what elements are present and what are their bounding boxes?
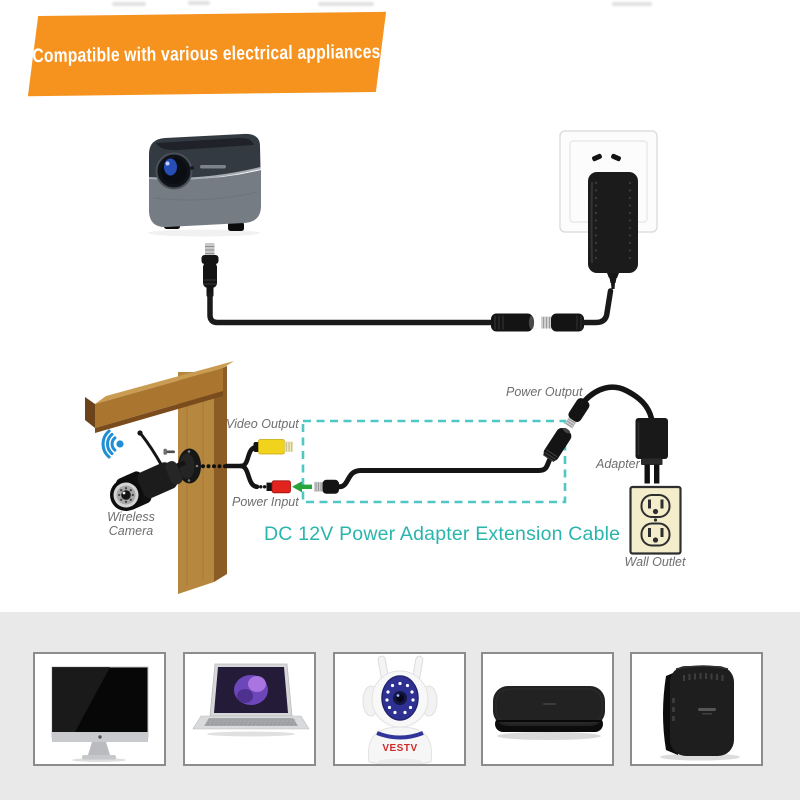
wall-socket-with-adapter-icon: [559, 130, 658, 289]
bullet-camera-icon: [110, 430, 186, 511]
banner: Compatible with various electrical appli…: [27, 11, 387, 97]
extension-cable-male-plug-icon: [314, 479, 339, 494]
adapter-male-plug-icon: [541, 313, 584, 332]
top-artifact: [318, 2, 374, 6]
laptop-icon: [192, 663, 310, 737]
green-arrow-icon: [292, 481, 312, 493]
dashed-highlight-box: [301, 419, 567, 504]
label-power-input: Power Input: [232, 495, 299, 509]
dc-female-connector-icon: [491, 313, 535, 332]
top-artifact: [612, 2, 652, 6]
top-artifact: [112, 2, 146, 6]
adapter-output-plug-icon: [564, 398, 590, 429]
camera-cable: [201, 444, 260, 490]
label-wireless-camera: Wireless Camera: [107, 510, 155, 538]
power-adapter-block-icon: [635, 418, 668, 484]
camera-logo-text: VESTV: [382, 743, 417, 754]
projector-lens-icon: [155, 152, 193, 190]
extension-cable-female-connector-icon: [542, 427, 572, 463]
tv-box-icon: [493, 686, 605, 740]
wireless-ip-camera-icon: VESTV: [362, 655, 438, 764]
connection-diagram: [85, 361, 682, 594]
adapter-cable: [582, 384, 655, 422]
label-adapter: Adapter: [596, 457, 640, 471]
label-video-output: Video Output: [226, 417, 299, 431]
dc-male-plug-icon: [201, 243, 219, 297]
wood-post: [178, 366, 227, 594]
device-card-ip-camera: VESTV: [333, 652, 466, 766]
power-input-connector-icon: [259, 480, 291, 494]
camera-lens-icon: [110, 479, 142, 511]
device-card-laptop: [183, 652, 316, 766]
camera-mount: [163, 448, 201, 484]
socket-slots-icon: [592, 153, 621, 162]
label-wall-outlet: Wall Outlet: [624, 555, 686, 569]
top-artifact: [188, 1, 210, 5]
device-card-tv-box: [481, 652, 614, 766]
wood-beam: [85, 361, 234, 433]
router-modem-icon: [660, 665, 740, 761]
device-card-imac: [33, 652, 166, 766]
banner-text: Compatible with various electrical appli…: [32, 40, 382, 67]
wifi-signal-icon: [101, 429, 124, 459]
power-adapter-plug-icon: [588, 172, 638, 289]
diagram-title: DC 12V Power Adapter Extension Cable: [264, 523, 621, 545]
label-power-output: Power Output: [506, 385, 583, 399]
video-rca-connector-icon: [253, 439, 293, 455]
extension-cable: [336, 454, 554, 490]
device-card-router: [630, 652, 763, 766]
wall-outlet-icon: [629, 485, 682, 555]
imac-computer-icon: [51, 666, 149, 762]
projector-icon: [148, 133, 261, 237]
dc-extension-cable-icon: [201, 243, 614, 332]
